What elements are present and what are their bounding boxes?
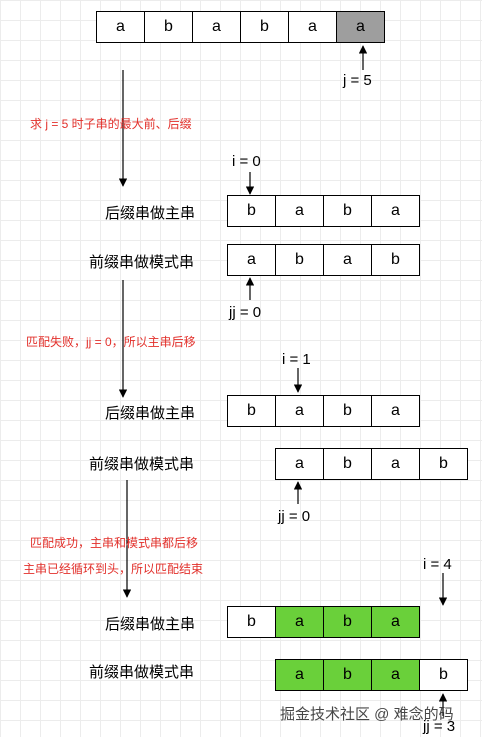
- pattern-array-step-1: a b a b: [227, 244, 420, 276]
- main-cell-matched: a: [371, 606, 420, 638]
- top-cell-0: a: [96, 11, 145, 43]
- note-step-2: 匹配失败，jj = 0，所以主串后移: [26, 335, 196, 349]
- watermark: 掘金技术社区 @ 难念的码: [280, 706, 454, 723]
- jj-label-step-3: jj = 3: [423, 718, 456, 735]
- top-cell-2: a: [192, 11, 241, 43]
- main-cell: a: [275, 195, 324, 227]
- top-array: a b a b a a: [96, 11, 385, 43]
- note-step-1: 求 j = 5 时子串的最大前、后缀: [30, 117, 192, 131]
- top-cell-5-current: a: [336, 11, 385, 43]
- pattern-cell: a: [227, 244, 276, 276]
- pattern-array-step-2: a b a b: [275, 448, 468, 480]
- pattern-cell: b: [323, 448, 372, 480]
- main-label-step-2: 后缀串做主串: [105, 405, 196, 422]
- pattern-cell-matched: a: [371, 659, 420, 691]
- main-array-step-2: b a b a: [227, 395, 420, 427]
- pattern-cell: b: [419, 659, 468, 691]
- pattern-cell: b: [371, 244, 420, 276]
- main-cell: b: [227, 395, 276, 427]
- pattern-label-step-1: 前缀串做模式串: [89, 254, 195, 271]
- main-cell: a: [275, 395, 324, 427]
- main-cell: b: [227, 606, 276, 638]
- i-label-step-3: i = 4: [423, 556, 452, 573]
- pattern-cell: a: [275, 448, 324, 480]
- main-cell: b: [323, 395, 372, 427]
- pattern-array-step-3: a b a b: [275, 659, 468, 691]
- note-step-3a: 匹配成功，主串和模式串都后移: [30, 536, 199, 550]
- jj-label-step-1: jj = 0: [229, 304, 262, 321]
- jj-label-step-2: jj = 0: [278, 508, 311, 525]
- i-label-step-2: i = 1: [282, 351, 311, 368]
- pattern-cell: b: [275, 244, 324, 276]
- main-cell: a: [371, 195, 420, 227]
- top-cell-4: a: [288, 11, 337, 43]
- main-cell-matched: a: [275, 606, 324, 638]
- pattern-cell-matched: b: [323, 659, 372, 691]
- pattern-label-step-3: 前缀串做模式串: [89, 664, 195, 681]
- pattern-label-step-2: 前缀串做模式串: [89, 456, 195, 473]
- main-cell: a: [371, 395, 420, 427]
- j-label: j = 5: [343, 72, 372, 89]
- note-step-3b: 主串已经循环到头，所以匹配结束: [23, 562, 204, 576]
- top-cell-1: b: [144, 11, 193, 43]
- main-cell: b: [227, 195, 276, 227]
- main-cell-matched: b: [323, 606, 372, 638]
- pattern-cell: a: [371, 448, 420, 480]
- main-label-step-3: 后缀串做主串: [105, 616, 196, 633]
- top-cell-3: b: [240, 11, 289, 43]
- main-array-step-1: b a b a: [227, 195, 420, 227]
- main-label-step-1: 后缀串做主串: [105, 205, 196, 222]
- main-array-step-3: b a b a: [227, 606, 420, 638]
- pattern-cell: b: [419, 448, 468, 480]
- pattern-cell-matched: a: [275, 659, 324, 691]
- main-cell: b: [323, 195, 372, 227]
- pattern-cell: a: [323, 244, 372, 276]
- i-label-step-1: i = 0: [232, 153, 261, 170]
